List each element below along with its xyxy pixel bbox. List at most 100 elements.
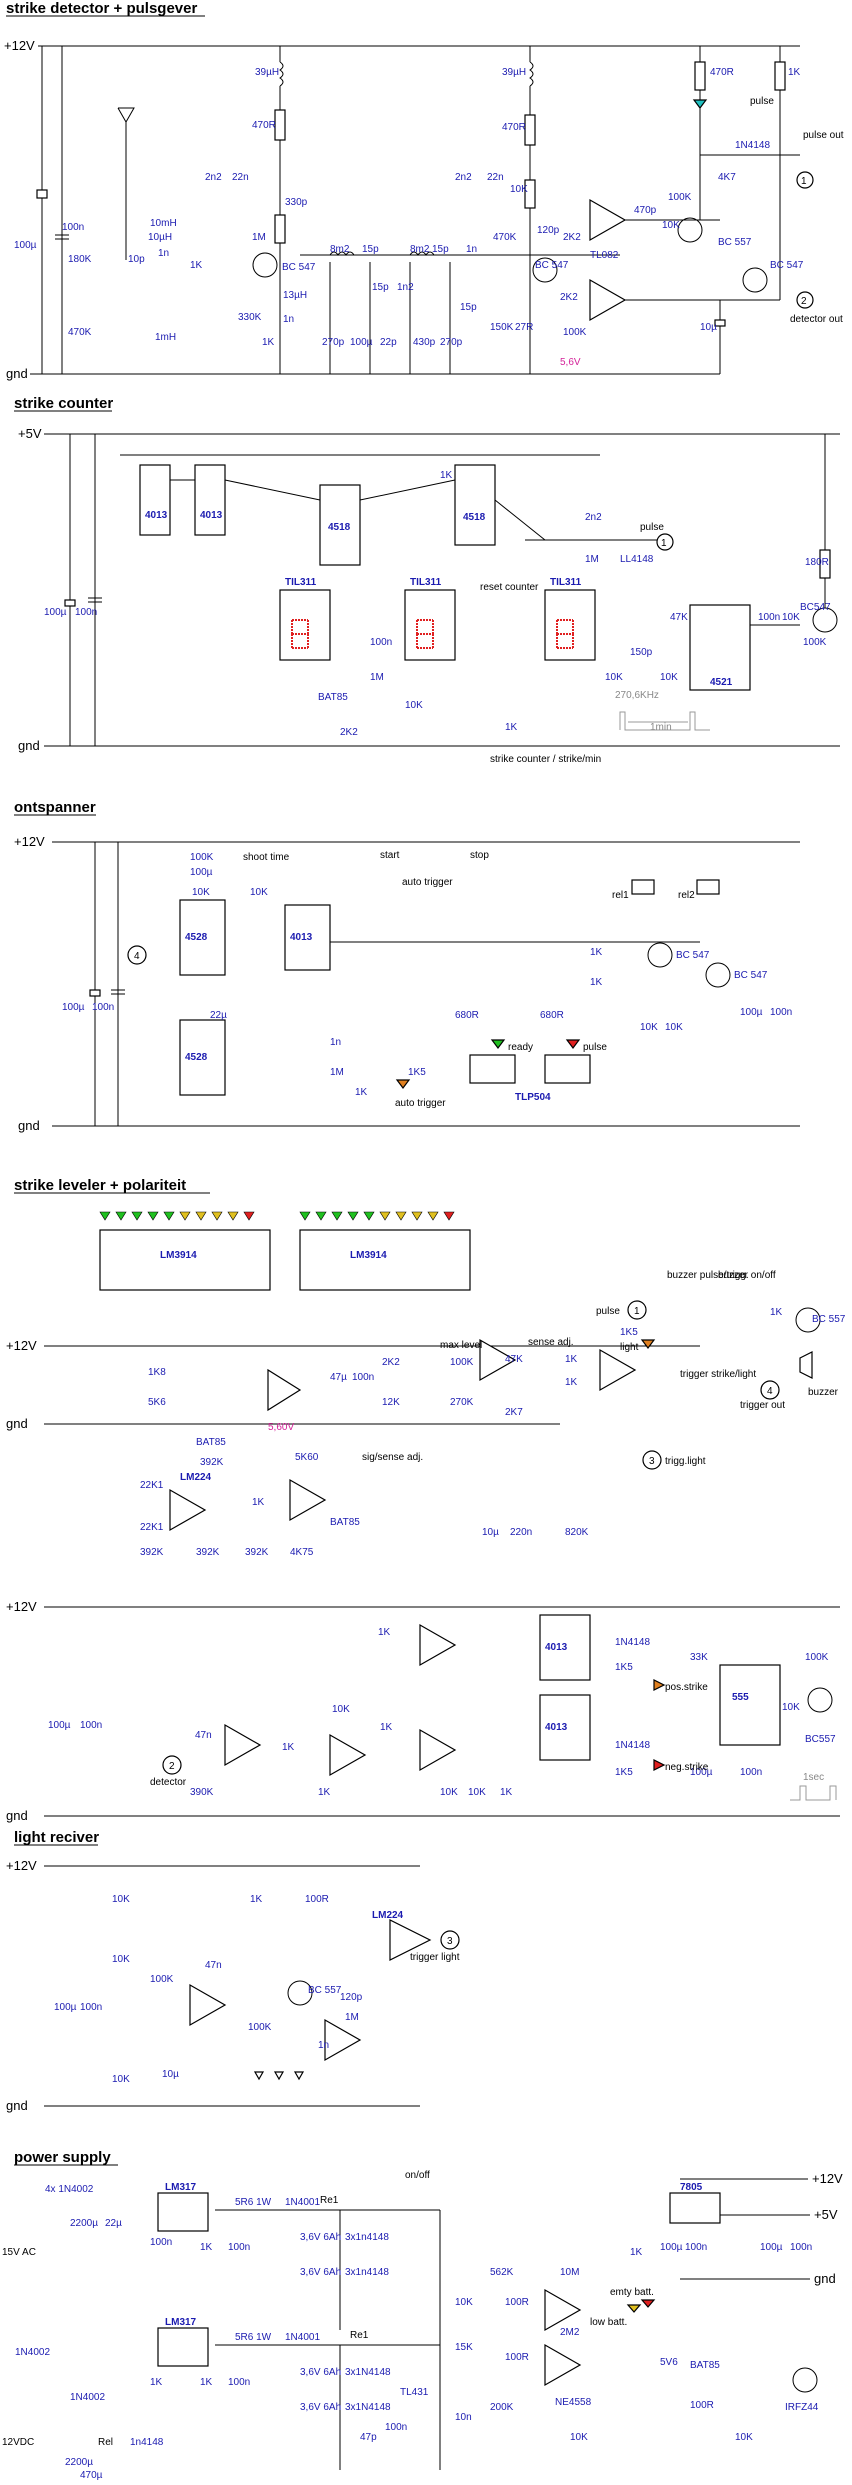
- label: BC 547: [282, 262, 316, 273]
- label: 39µH: [502, 67, 526, 78]
- label: 100n: [92, 1002, 114, 1013]
- label: 270p: [322, 337, 345, 348]
- pulse-out-label: pulse out: [803, 130, 844, 141]
- label: 1N4002: [70, 2392, 105, 2403]
- label: 1N4148: [615, 1637, 650, 1648]
- label: 100µ: [62, 1002, 85, 1013]
- bargraph-led: [443, 1211, 455, 1221]
- label: 1K: [380, 1722, 393, 1733]
- connector-2: 2: [169, 1761, 175, 1772]
- label: 1n2: [397, 282, 414, 293]
- label: 1K: [318, 1787, 331, 1798]
- buzzer-on-off-label: buzzer on/off: [718, 1270, 776, 1281]
- connector-3: 3: [649, 1456, 655, 1467]
- label: 1N4001: [285, 2197, 320, 2208]
- trigger-light-label: trigger light: [410, 1952, 460, 1963]
- label: 27R: [515, 322, 533, 333]
- ic-label: 4518: [328, 522, 351, 533]
- label: 47K: [670, 612, 688, 623]
- bargraph-led: [227, 1211, 239, 1221]
- label: 1K: [505, 722, 518, 733]
- label: 10K: [510, 184, 528, 195]
- period-label: 1sec: [803, 1772, 824, 1783]
- ic-label: LM224: [372, 1910, 404, 1921]
- receiver-section: +12V gnd: [6, 1858, 460, 2113]
- switch-label: strike counter / strike/min: [490, 754, 601, 765]
- rail-gnd: gnd: [6, 2098, 28, 2113]
- counter-section: +5V gnd: [18, 426, 840, 753]
- label: 2200µ: [65, 2457, 93, 2468]
- label: 5V6: [660, 2357, 678, 2368]
- label: 1K: [590, 977, 603, 988]
- label: 10K: [192, 887, 210, 898]
- detector-section: +12V gnd: [4, 38, 814, 381]
- connector-1: 1: [661, 538, 667, 549]
- label: 200K: [490, 2402, 514, 2413]
- pulse-label: pulse: [640, 522, 664, 533]
- label: 4K75: [290, 1547, 314, 1558]
- label: 1K: [770, 1307, 783, 1318]
- label: 100R: [505, 2297, 529, 2308]
- rel1-label: rel1: [612, 890, 629, 901]
- label: 470R: [502, 122, 526, 133]
- display-label: TIL311: [285, 577, 317, 588]
- label: 10p: [128, 254, 145, 265]
- label: 10K: [640, 1022, 658, 1033]
- label: 100R: [305, 1894, 329, 1905]
- label: 1M: [252, 232, 266, 243]
- label: 100n: [740, 1767, 762, 1778]
- label: 1n: [466, 244, 477, 255]
- label: 120p: [537, 225, 560, 236]
- label: 100n: [685, 2242, 707, 2253]
- label: TL082: [590, 250, 619, 261]
- label: 1K: [282, 1742, 295, 1753]
- ready-label: ready: [508, 1042, 533, 1053]
- label: 680R: [540, 1010, 564, 1021]
- bargraph-led: [243, 1211, 255, 1221]
- connector-3: 3: [447, 1936, 453, 1947]
- label: 2n2: [455, 172, 472, 183]
- ic-label: TL431: [400, 2387, 429, 2398]
- ontspanner-labels: 4528 4528 4013 100K 100µ 10K 10K 22µ 1n …: [62, 850, 792, 1109]
- label: 100K: [668, 192, 692, 203]
- freq-label: 270,6KHz: [615, 690, 659, 701]
- bargraph-led: [395, 1211, 407, 1221]
- label: 1n: [158, 248, 169, 259]
- label: 47n: [195, 1730, 212, 1741]
- bargraph-led: [131, 1211, 143, 1221]
- ic-label: 4528: [185, 932, 208, 943]
- label: 47p: [360, 2432, 377, 2443]
- label: 10K: [735, 2432, 753, 2443]
- label: 3x1N4148: [345, 2367, 391, 2378]
- label: 8m2: [410, 244, 430, 255]
- bargraph-led: [179, 1211, 191, 1221]
- shoot-time-label: shoot time: [243, 852, 290, 863]
- label: 562K: [490, 2267, 514, 2278]
- label: 120p: [340, 1992, 363, 2003]
- label: BAT85: [318, 692, 348, 703]
- label: 150K: [490, 322, 514, 333]
- label: 1K: [788, 67, 801, 78]
- label: 100K: [150, 1974, 174, 1985]
- trigger-strike-light-label: trigger strike/light: [680, 1369, 756, 1380]
- label: 13µH: [283, 290, 307, 301]
- sig-sense-label: sig/sense adj.: [362, 1452, 423, 1463]
- label: 470µ: [80, 2470, 103, 2481]
- label: 1K: [378, 1627, 391, 1638]
- label: 2n2: [205, 172, 222, 183]
- section-title-strike-detector: strike detector + pulsgever: [6, 0, 197, 17]
- zener-label: 5,60V: [268, 1422, 294, 1433]
- label: 150p: [630, 647, 653, 658]
- label: 5R6 1W: [235, 2197, 272, 2208]
- label: 392K: [196, 1547, 220, 1558]
- label: 22n: [487, 172, 504, 183]
- buzzer-pulse-trigg-label: buzzer pulse/trigg.: [667, 1270, 749, 1281]
- label: 100µ: [660, 2242, 683, 2253]
- label: 1K: [150, 2377, 163, 2388]
- label: 330K: [238, 312, 262, 323]
- ic-label: 4521: [710, 677, 733, 688]
- period-label: 1min: [650, 722, 672, 733]
- label: 5K60: [295, 1452, 319, 1463]
- label: 1K: [500, 1787, 513, 1798]
